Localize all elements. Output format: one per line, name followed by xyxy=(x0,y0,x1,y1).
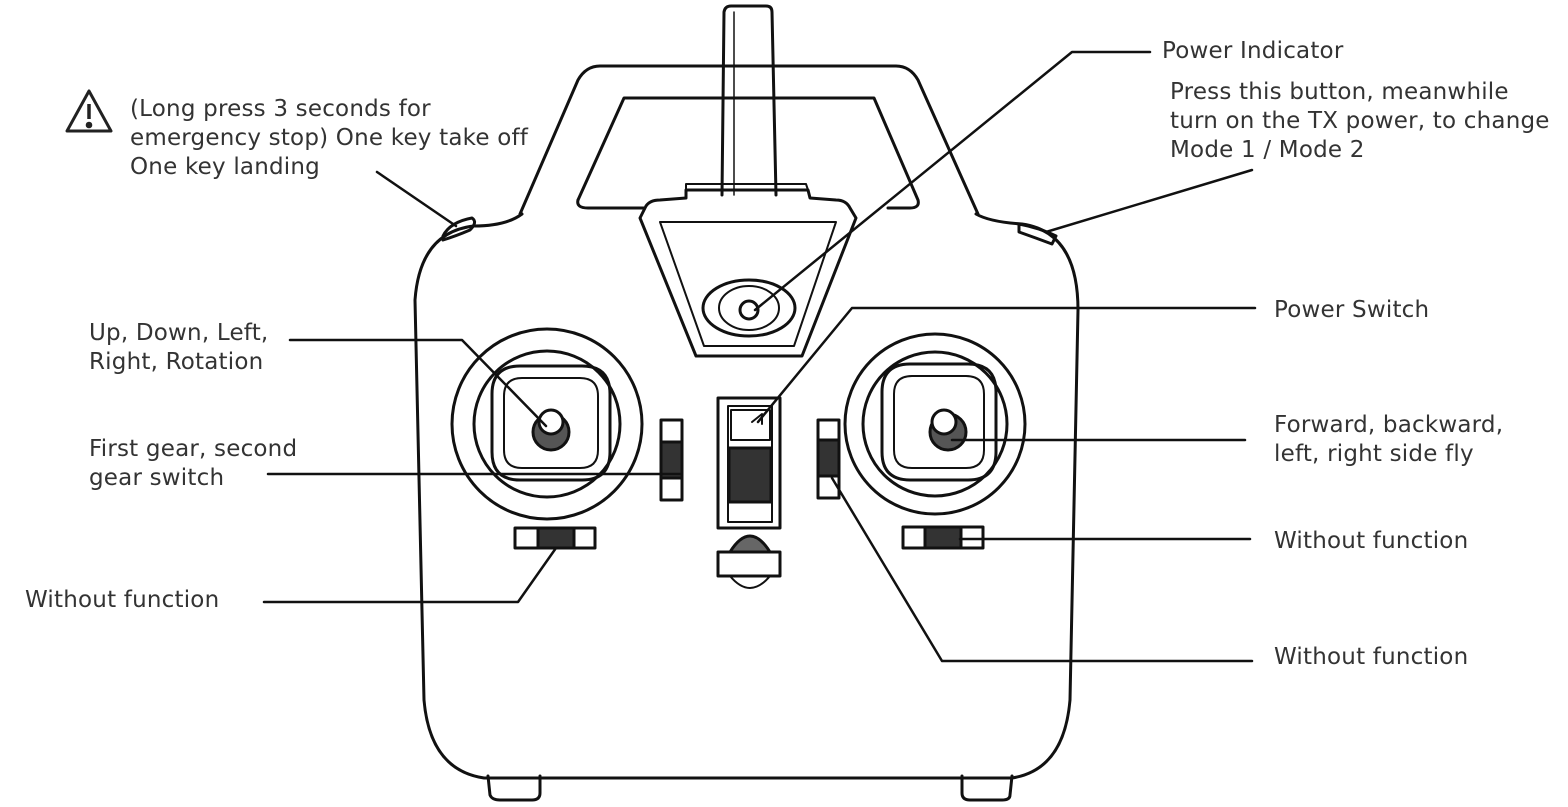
leader-warning xyxy=(375,170,458,228)
right-vertical-trim xyxy=(816,418,841,500)
warning-note-label: (Long press 3 seconds for emergency stop… xyxy=(130,96,529,180)
right-trim-label: Without function xyxy=(1274,528,1469,554)
leader-power-switch xyxy=(756,306,1257,424)
power-indicator-label: Power Indicator xyxy=(1162,38,1344,64)
right-stick-label: Forward, backward, left, right side fly xyxy=(1274,412,1504,467)
left-stick-label: Up, Down, Left, Right, Rotation xyxy=(89,320,269,375)
antenna xyxy=(720,4,778,197)
right-bottom-trim-label: Without function xyxy=(1274,644,1469,670)
power-switch-label: Power Switch xyxy=(1274,297,1430,323)
leader-mode-switch xyxy=(1044,168,1254,234)
left-horizontal-trim xyxy=(513,526,597,550)
carry-handle xyxy=(518,64,980,216)
leader-right-bottom-trim xyxy=(830,476,1254,663)
left-foot xyxy=(486,774,542,802)
left-stick xyxy=(450,327,644,521)
leader-left-trim xyxy=(262,546,558,604)
leader-left-stick xyxy=(288,338,548,428)
leader-power-indicator xyxy=(753,50,1152,312)
power-switch xyxy=(716,396,782,530)
warning-triangle-icon xyxy=(65,89,113,133)
center-panel xyxy=(638,183,858,358)
right-stick xyxy=(843,332,1027,516)
power-indicator-led xyxy=(738,299,760,321)
left-trim-label: Without function xyxy=(25,587,220,613)
leader-lines xyxy=(262,50,1257,663)
gear-switch-label: First gear, second gear switch xyxy=(89,436,298,491)
right-horizontal-trim xyxy=(901,525,985,550)
right-foot xyxy=(960,774,1014,802)
left-vertical-trim xyxy=(659,418,684,502)
mode-switch-label: Press this button, meanwhile turn on the… xyxy=(1170,79,1550,163)
bottom-button xyxy=(716,534,782,589)
